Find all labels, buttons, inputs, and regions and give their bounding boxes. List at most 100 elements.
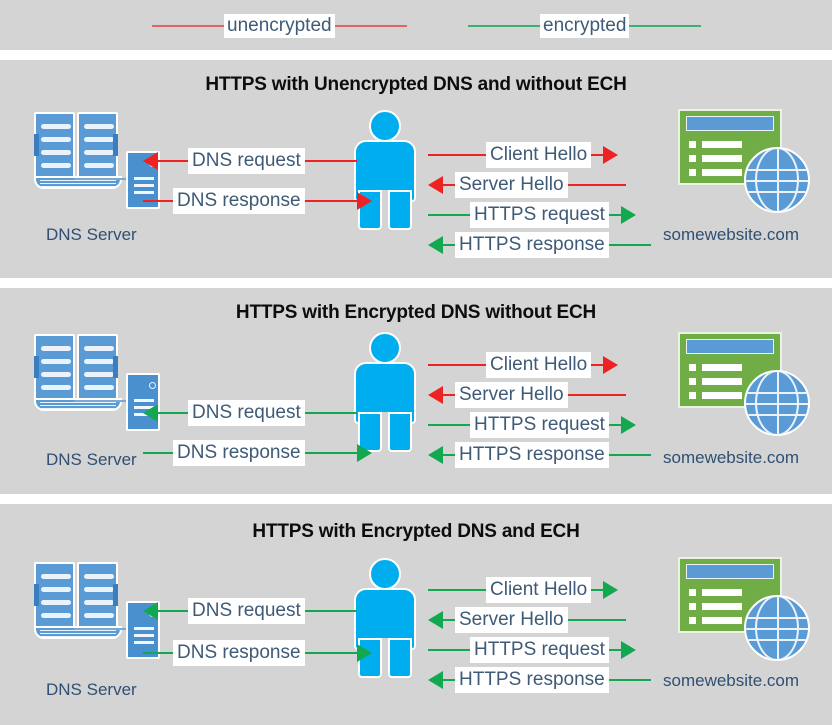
flow-line [428, 154, 486, 156]
flow-arrowhead-right [356, 644, 372, 662]
window-bullet-dot [689, 155, 696, 162]
flow-line [304, 412, 357, 414]
server-connector-line [74, 400, 128, 402]
flow-arrowhead-left [428, 386, 443, 404]
book-text-line [84, 359, 114, 364]
flow-label: DNS response [173, 188, 305, 214]
legend-line-encrypted-right [629, 25, 702, 27]
window-bullet-dot [689, 364, 696, 371]
flow-line [158, 610, 188, 612]
flow-arrowhead-right [356, 192, 372, 210]
flow-line [428, 424, 470, 426]
flow-line [443, 394, 455, 396]
globe-icon [744, 370, 810, 436]
window-bullet-line [702, 141, 742, 148]
book-text-line [84, 163, 114, 168]
flow-line [304, 610, 357, 612]
book-page-r [77, 112, 118, 180]
flow-arrowhead-right [620, 641, 636, 659]
flow-line [143, 200, 173, 202]
flow-label: DNS response [173, 440, 305, 466]
window-title-bar [686, 564, 774, 579]
globe-parallel [746, 403, 808, 405]
dns-server-label: DNS Server [46, 450, 137, 469]
globe-parallel [746, 414, 808, 416]
book-text-line [41, 124, 71, 129]
user-person-icon [350, 558, 420, 678]
window-bullet-dot [689, 378, 696, 385]
web-flow-row: HTTPS response [428, 232, 651, 258]
flow-line [443, 454, 455, 456]
window-bullet-line [702, 603, 742, 610]
flow-label: Client Hello [486, 142, 592, 168]
book-text-line [84, 124, 114, 129]
book-text-line [41, 613, 71, 618]
server-power-dot [149, 382, 156, 389]
person-head [369, 332, 401, 364]
web-flow-row: HTTPS request [428, 412, 636, 438]
person-head [369, 558, 401, 590]
flow-arrowhead-right [620, 416, 636, 434]
website-label: somewebsite.com [663, 448, 800, 467]
person-leg-gap [382, 638, 388, 678]
flow-label: DNS request [188, 400, 305, 426]
book-text-line [84, 372, 114, 377]
flow-line [591, 364, 604, 366]
server-slot [134, 177, 154, 180]
globe-parallel [746, 191, 808, 193]
website-icon [672, 553, 822, 673]
window-bullet-line [702, 169, 742, 176]
book-text-line [84, 137, 114, 142]
window-bullet-dot [689, 392, 696, 399]
book-clip [113, 356, 118, 378]
book-page-r [77, 334, 118, 402]
dns-server-icon [22, 558, 172, 668]
web-flow-row: HTTPS request [428, 202, 636, 228]
globe-parallel [746, 169, 808, 171]
flow-arrowhead-left [143, 404, 158, 422]
globe-parallel [746, 617, 808, 619]
book-page-l [34, 112, 75, 180]
dns-server-icon [22, 108, 172, 218]
legend-line-unencrypted [152, 25, 224, 27]
book-page-l [34, 562, 75, 630]
website-icon [672, 328, 822, 448]
server-slot [134, 641, 154, 644]
website-label: somewebsite.com [663, 671, 800, 690]
flow-line [591, 154, 604, 156]
person-leg-right [388, 190, 412, 230]
person-leg-gap [382, 412, 388, 452]
flow-line [143, 452, 173, 454]
book-text-line [41, 163, 71, 168]
book-text-line [41, 600, 71, 605]
flow-line [608, 244, 651, 246]
web-flow-row: Client Hello [428, 142, 619, 168]
flow-label: Client Hello [486, 577, 592, 603]
window-title-bar [686, 339, 774, 354]
legend-label-encrypted: encrypted [540, 14, 630, 38]
globe-icon [744, 595, 810, 661]
legend-line-unencrypted-right [334, 25, 407, 27]
panel-title-1: HTTPS with Unencrypted DNS and without E… [205, 74, 627, 95]
flow-arrowhead-right [356, 444, 372, 462]
panel-title-2: HTTPS with Encrypted DNS without ECH [235, 302, 597, 323]
book-icon [34, 562, 122, 639]
flow-line [443, 679, 455, 681]
flow-arrowhead-right [620, 206, 636, 224]
server-connector-line [74, 178, 128, 180]
window-bullet-line [702, 617, 742, 624]
book-text-line [84, 346, 114, 351]
server-slot [134, 191, 154, 194]
flow-arrowhead-right [603, 146, 619, 164]
flow-line [443, 184, 455, 186]
flow-line [428, 589, 486, 591]
book-clip [34, 356, 39, 378]
person-leg-gap [382, 190, 388, 230]
flow-line [591, 589, 604, 591]
book-text-line [41, 137, 71, 142]
window-bullet-dot [689, 617, 696, 624]
flow-label: Server Hello [455, 607, 568, 633]
book-text-line [84, 600, 114, 605]
book-text-line [41, 346, 71, 351]
